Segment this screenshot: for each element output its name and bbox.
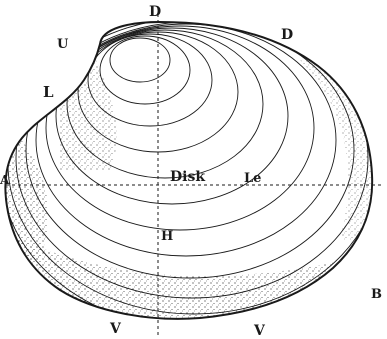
label-ligament: Le — [244, 172, 261, 185]
label-left-edge: A — [0, 174, 9, 186]
label-umbo: U — [57, 38, 68, 51]
label-dorsal-top: D — [149, 5, 161, 19]
label-ventral-right: V — [254, 324, 265, 338]
label-height: H — [161, 230, 173, 243]
label-ventral-left: V — [110, 322, 121, 336]
label-posterior: B — [371, 288, 382, 301]
label-lunule: L — [43, 85, 54, 100]
label-disk: Disk — [170, 170, 205, 184]
label-dorsal-right: D — [281, 28, 293, 42]
